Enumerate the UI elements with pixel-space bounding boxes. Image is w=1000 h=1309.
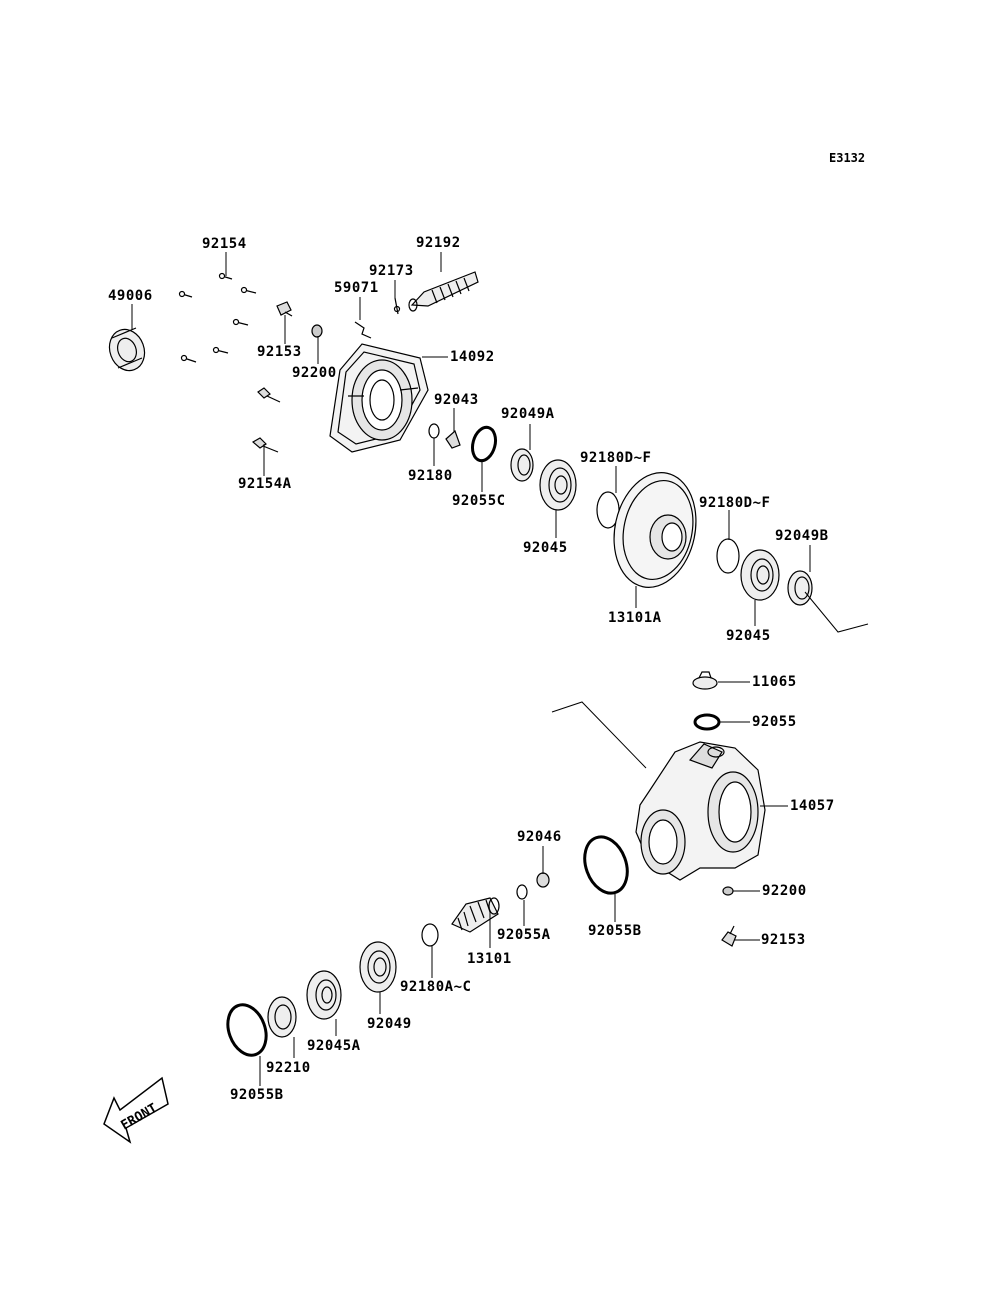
label-13101A: 13101A [608,610,662,626]
part-92049B-seal [787,570,813,606]
label-92045-2: 92045 [726,628,771,644]
label-92043: 92043 [434,392,479,408]
label-49006: 49006 [108,288,153,304]
part-92045A-bearing [306,970,342,1020]
label-59071: 59071 [334,280,379,296]
part-92200-bottom [722,886,734,896]
label-11065: 11065 [752,674,797,690]
part-59071-pin [354,321,372,339]
label-92055C: 92055C [452,493,506,509]
label-92055B-left: 92055B [230,1087,284,1103]
part-92055B-oring-right [583,835,629,895]
label-14092: 14092 [450,349,495,365]
part-92180AC-shim [421,923,439,947]
label-92055: 92055 [752,714,797,730]
part-92049A-seal [510,448,534,482]
label-92173: 92173 [369,263,414,279]
part-92180DF-shim-2 [716,538,740,574]
label-92049: 92049 [367,1016,412,1032]
part-92043-bushing [445,429,461,449]
label-92180AC: 92180A~C [400,979,472,995]
part-92055C-oring [470,425,498,463]
label-92055B-right: 92055B [588,923,642,939]
part-92210-seal [267,996,297,1038]
label-92180: 92180 [408,468,453,484]
part-92046-bushing [536,872,550,888]
part-92045-bearing-2 [740,549,780,601]
label-92180DF-2: 92180D~F [699,495,771,511]
label-92154: 92154 [202,236,247,252]
part-92153-top [276,301,293,317]
label-92045-1: 92045 [523,540,568,556]
part-92180-ring [428,423,440,439]
part-92045-bearing-1 [539,459,577,511]
part-92154A-bolts [251,387,281,453]
part-92049-seal [359,941,397,993]
label-92153-bottom: 92153 [761,932,806,948]
label-92049A: 92049A [501,406,555,422]
label-92045A: 92045A [307,1038,361,1054]
part-92173-nipple [393,297,401,315]
part-92055A-oring [516,884,528,900]
part-13101-pinion [451,897,500,933]
diagram-code: E3132 [829,151,866,165]
part-92154-bolts [178,272,257,363]
label-92180DF-1: 92180D~F [580,450,652,466]
label-92154A: 92154A [238,476,292,492]
front-arrow-icon [103,1076,169,1144]
part-92200-top [311,324,323,338]
label-92049B: 92049B [775,528,829,544]
label-92200-top: 92200 [292,365,337,381]
part-92055-oring [693,713,721,731]
label-92200-bottom: 92200 [762,883,807,899]
part-14092-cover [329,343,429,453]
part-49006-nut [108,327,146,372]
label-13101: 13101 [467,951,512,967]
part-13101A-ring-gear [613,472,697,588]
label-92210: 92210 [266,1060,311,1076]
label-92046: 92046 [517,829,562,845]
label-14057: 14057 [790,798,835,814]
part-14057-housing [635,741,766,881]
part-92192-boot [408,271,479,312]
label-92153-top: 92153 [257,344,302,360]
label-92192: 92192 [416,235,461,251]
part-11065-cap [692,671,718,690]
part-92153-bottom [721,925,737,947]
leader-lines [131,252,869,1086]
part-92055B-oring-left [226,1003,268,1057]
label-92055A: 92055A [497,927,551,943]
